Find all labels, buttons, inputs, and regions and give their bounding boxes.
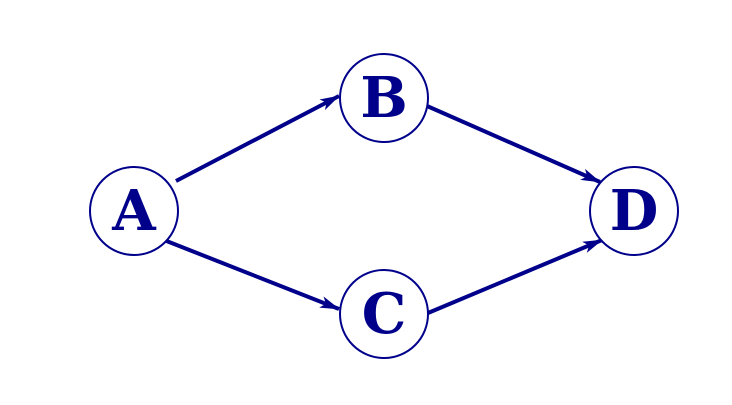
edge-b-to-d xyxy=(426,104,601,184)
node-a-label: A xyxy=(111,178,157,244)
node-a: A xyxy=(89,166,179,256)
edge-a-to-b xyxy=(175,94,340,183)
node-d: D xyxy=(589,166,679,256)
node-c-circle xyxy=(339,269,429,359)
node-d-label: D xyxy=(610,178,659,244)
node-b-label: B xyxy=(360,65,407,131)
node-d-circle xyxy=(589,166,679,256)
node-b: B xyxy=(339,53,429,143)
edges-group xyxy=(163,94,603,315)
node-c-label: C xyxy=(362,281,407,347)
edge-c-to-d xyxy=(427,238,603,315)
node-a-circle xyxy=(89,166,179,256)
node-b-circle xyxy=(339,53,429,143)
node-c: C xyxy=(339,269,429,359)
edge-a-to-c xyxy=(163,238,340,311)
